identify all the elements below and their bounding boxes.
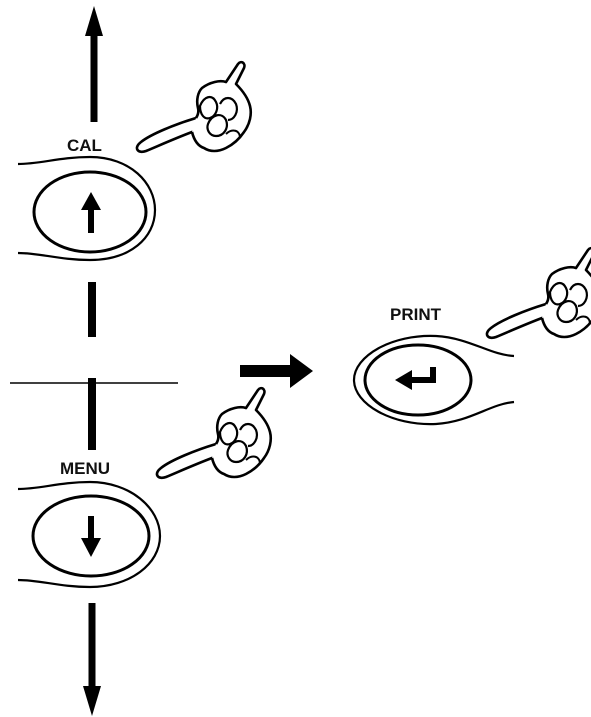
print-key-group: PRINT: [352, 246, 591, 426]
menu-key-group: MENU: [17, 378, 273, 716]
print-label: PRINT: [390, 305, 442, 324]
right-arrow-icon: [240, 354, 313, 388]
cal-button[interactable]: [17, 155, 157, 262]
up-arrow-line: [85, 6, 103, 122]
pointing-hand-icon: [485, 246, 591, 340]
print-button[interactable]: [352, 334, 515, 426]
pointing-hand-icon: [135, 60, 253, 154]
arrow-down-icon: [81, 516, 101, 557]
cal-key-group: CAL: [17, 6, 253, 337]
pointing-hand-icon: [155, 386, 273, 480]
arrow-up-icon: [81, 192, 101, 233]
down-arrow-line: [83, 603, 101, 716]
enter-return-icon: [395, 367, 436, 390]
menu-button[interactable]: [17, 480, 162, 589]
cal-label: CAL: [67, 136, 102, 155]
menu-label: MENU: [60, 459, 110, 478]
